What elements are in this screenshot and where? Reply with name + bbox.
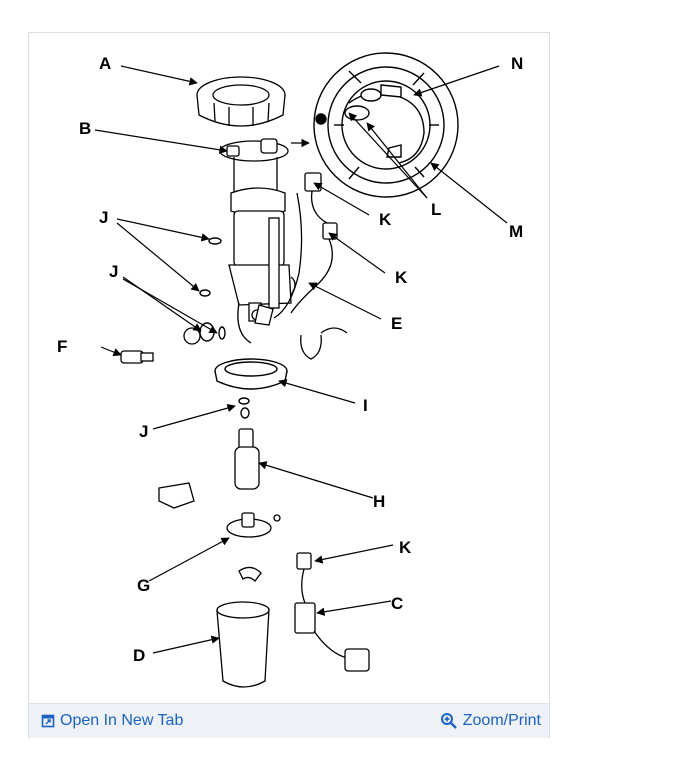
- zoom-print-link[interactable]: Zoom/Print: [440, 712, 541, 730]
- label-j-3: J: [139, 422, 148, 441]
- label-c: C: [391, 594, 403, 613]
- label-n: N: [511, 54, 523, 73]
- fuel-pump-module-part: [219, 138, 303, 344]
- label-f: F: [57, 337, 67, 356]
- label-m: M: [509, 222, 523, 241]
- bracket-part: [158, 482, 195, 509]
- fuel-pump-part: [234, 428, 260, 490]
- label-i: I: [363, 396, 368, 415]
- label-e: E: [391, 314, 402, 333]
- label-l: L: [431, 200, 441, 219]
- clip-part: [300, 327, 348, 360]
- filter-part: [226, 512, 281, 582]
- label-a: A: [99, 54, 111, 73]
- label-k-1: K: [379, 210, 392, 229]
- o-ring-seals: [199, 237, 250, 419]
- fuel-pump-exploded-diagram: A B J J F J G D N L M K K E I H K C: [29, 33, 549, 703]
- label-j-2: J: [109, 262, 118, 281]
- zoom-print-label: Zoom/Print: [462, 712, 541, 729]
- open-in-new-tab-link[interactable]: Open In New Tab: [41, 712, 183, 730]
- lock-ring-part: [196, 76, 286, 127]
- level-sensor-part: [294, 552, 370, 672]
- open-in-new-tab-label: Open In New Tab: [60, 712, 184, 729]
- label-b: B: [79, 119, 91, 138]
- fitting-part: [120, 327, 201, 364]
- label-k-2: K: [395, 268, 408, 287]
- label-g: G: [137, 576, 150, 595]
- image-footer-bar: Open In New Tab Zoom/Print: [29, 703, 549, 738]
- detail-view-circle: [313, 52, 459, 198]
- label-h: H: [373, 492, 385, 511]
- open-new-tab-icon: [41, 714, 55, 728]
- zoom-icon: [440, 713, 457, 729]
- label-k-3: K: [399, 538, 412, 557]
- label-j-1: J: [99, 208, 108, 227]
- gasket-part: [214, 358, 288, 390]
- diagram-card: A B J J F J G D N L M K K E I H K C: [28, 32, 550, 738]
- reservoir-part: [216, 601, 270, 688]
- label-d: D: [133, 646, 145, 665]
- wire-harness-part: [290, 172, 338, 314]
